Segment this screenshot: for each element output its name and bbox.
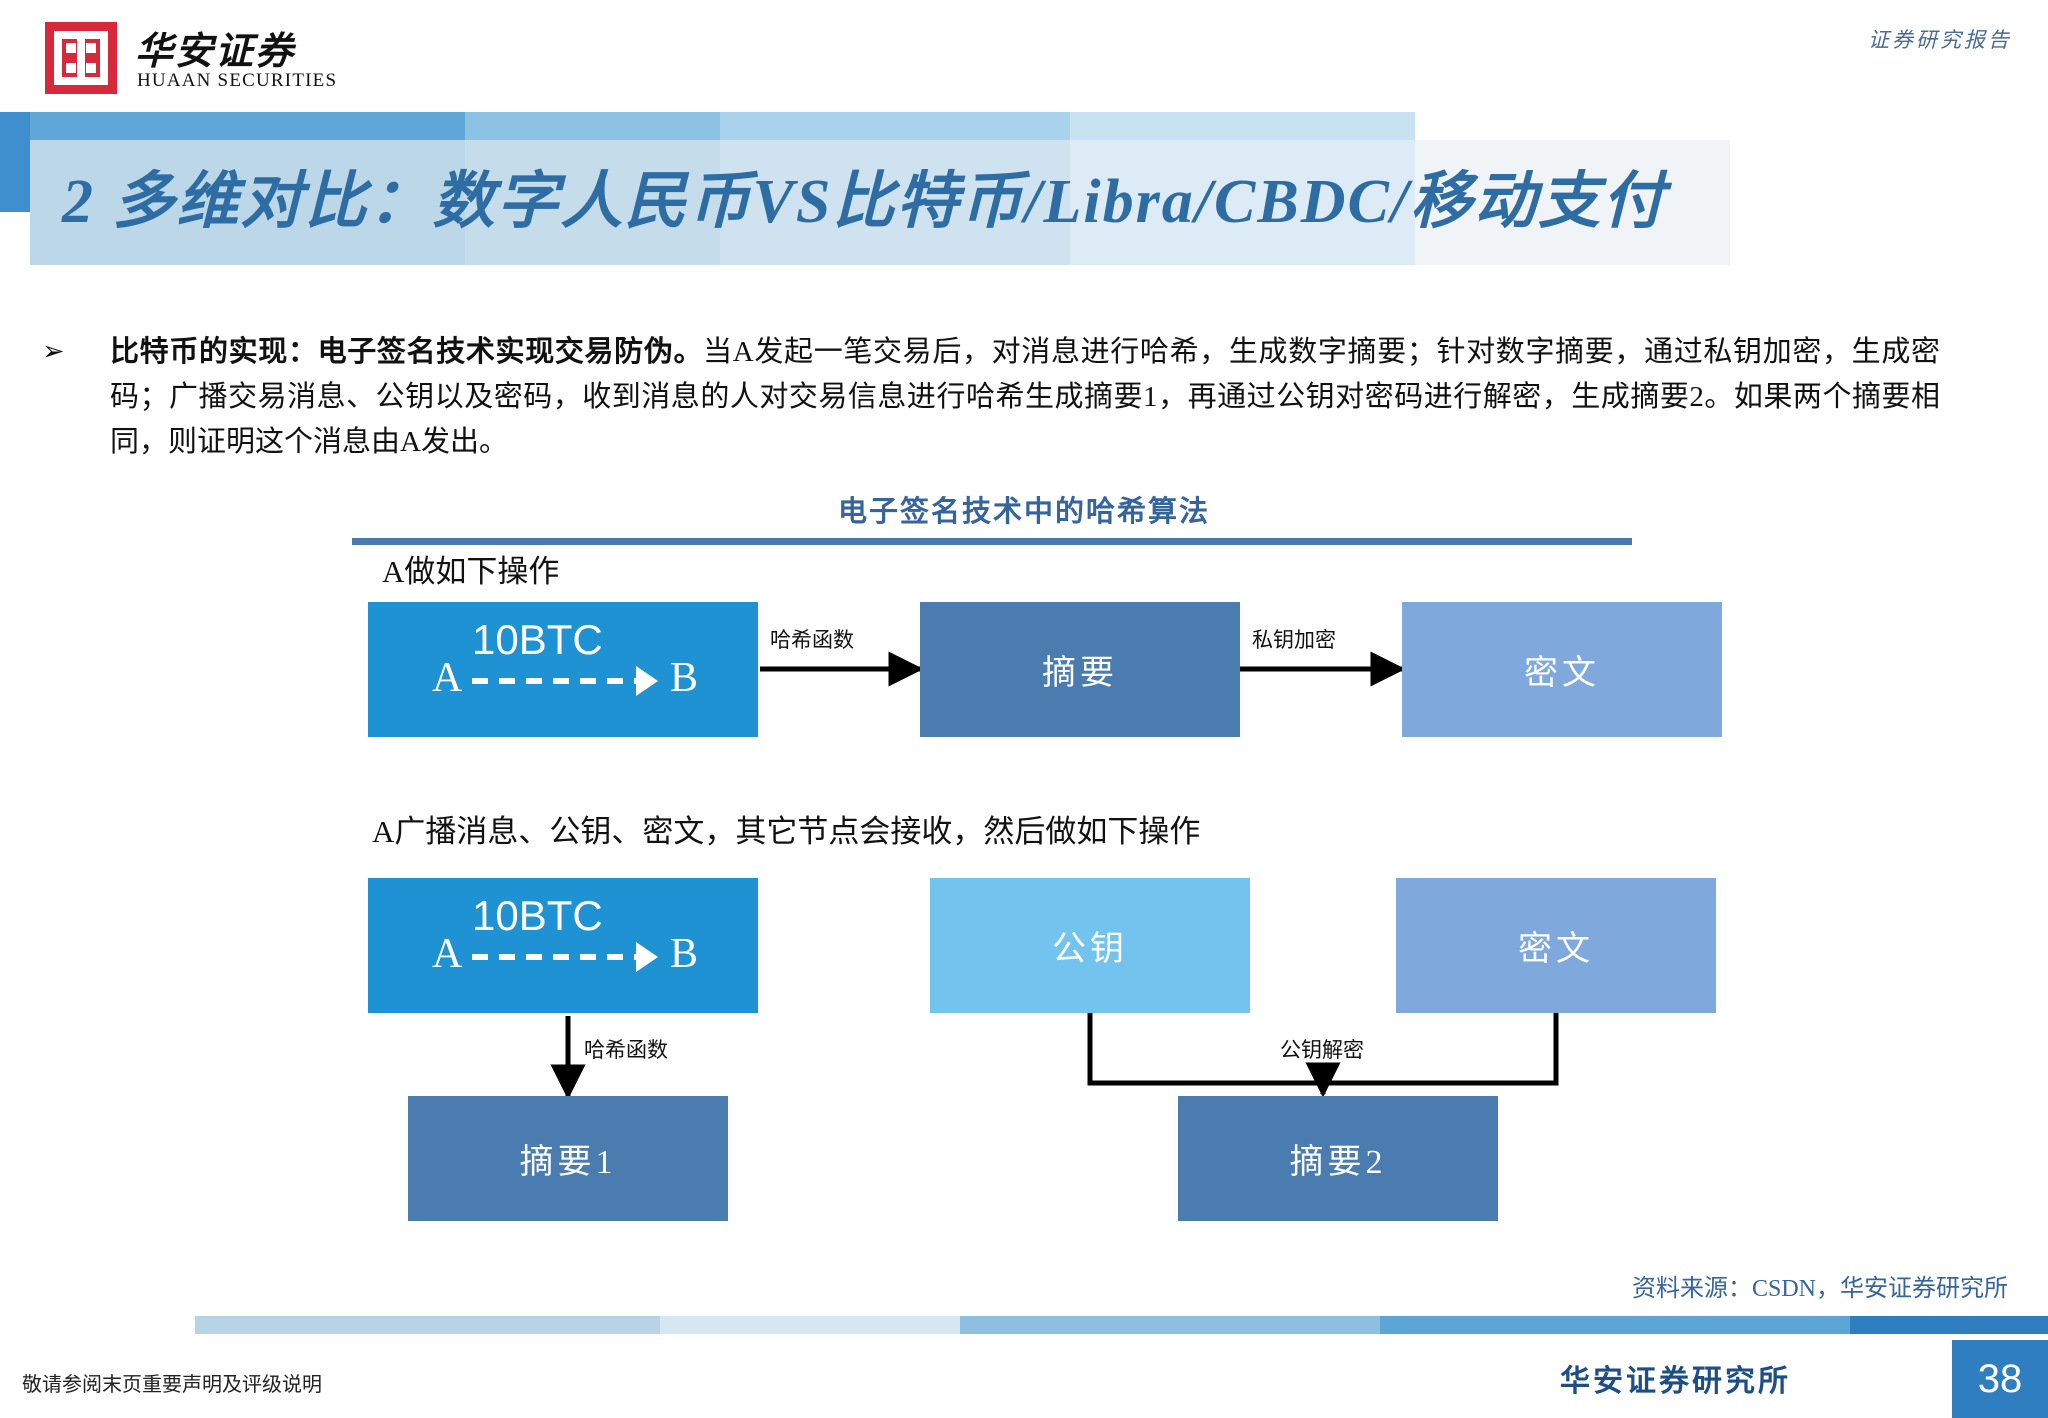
- footer-band: [1380, 1316, 1850, 1334]
- title-strip-band: [465, 140, 720, 265]
- title-strip-band: [1070, 140, 1415, 265]
- tx2-to-label: B: [669, 931, 698, 977]
- tx1-arrowhead-icon: [636, 666, 658, 696]
- edge-label-private-key-encrypt: 私钥加密: [1252, 628, 1336, 652]
- node-digest-2: 摘要2: [1178, 1096, 1498, 1221]
- tx1-from-label: A: [432, 655, 463, 701]
- edge-label-hash-function-1: 哈希函数: [770, 628, 854, 652]
- title-strip-band: [1415, 140, 1730, 265]
- tx1-amount-label: 10BTC: [472, 616, 603, 663]
- tx1-to-label: B: [669, 655, 698, 701]
- bullet-arrow-icon: ➢: [42, 336, 65, 366]
- footer-band: [960, 1316, 1380, 1334]
- node-public-key: 公钥: [930, 878, 1250, 1013]
- logo-text-en: HUAAN SECURITIES: [137, 70, 338, 91]
- figure-rule: [352, 538, 1632, 545]
- transaction-box-1: A 10BTC B: [368, 602, 758, 737]
- title-strip-band: [720, 140, 1070, 265]
- node-digest: 摘要: [920, 602, 1240, 737]
- report-type-tag: 证券研究报告: [1868, 28, 2012, 52]
- footer-band: [195, 1316, 660, 1334]
- footer-band: [1850, 1316, 2048, 1334]
- page-title: 2 多维对比：数字人民币VS比特币/Libra/CBDC/移动支付: [62, 168, 1667, 236]
- node-digest-2-label: 摘要2: [1289, 1144, 1387, 1181]
- row2-caption: A广播消息、公钥、密文，其它节点会接收，然后做如下操作: [372, 814, 1201, 849]
- page-number-background: [1952, 1340, 2048, 1418]
- hash-algorithm-diagram: A做如下操作 A 10BTC B 哈希函数 摘要 私钥加密 密文 A广播消息、公…: [0, 554, 2048, 1246]
- node-digest-1-label: 摘要1: [519, 1144, 617, 1181]
- paragraph-rest: 当A发起一笔交易后，对消息进行哈希，生成数字摘要；针对数字摘要，通过私钥加密，生…: [110, 336, 1940, 458]
- node-ciphertext-1-label: 密文: [1524, 655, 1600, 692]
- tx2-from-label: A: [432, 931, 463, 977]
- huaan-logo-icon: [45, 22, 117, 94]
- figure-title: 电子签名技术中的哈希算法: [837, 496, 1210, 528]
- node-ciphertext-2: 密文: [1396, 878, 1716, 1013]
- tx1-dashed-arrow-icon: [472, 678, 640, 684]
- footer-band: [660, 1316, 960, 1334]
- edge-label-public-key-decrypt: 公钥解密: [1280, 1038, 1364, 1062]
- title-strip-band: [30, 140, 465, 265]
- node-ciphertext-1: 密文: [1402, 602, 1722, 737]
- footer-disclaimer: 敬请参阅末页重要声明及评级说明: [22, 1374, 322, 1396]
- footer-color-bar: [0, 1316, 2048, 1334]
- node-digest-label: 摘要: [1042, 655, 1118, 692]
- source-note: 资料来源：CSDN，华安证券研究所: [1631, 1276, 2008, 1302]
- edge-label-hash-function-2: 哈希函数: [584, 1038, 668, 1062]
- footer-institute: 华安证券研究所: [1560, 1365, 1791, 1398]
- node-public-key-label: 公钥: [1052, 931, 1128, 968]
- row1-caption: A做如下操作: [382, 554, 560, 589]
- brand-logo: 华安证券 HUAAN SECURITIES: [45, 18, 355, 96]
- banner-title-strip: [30, 140, 1910, 265]
- page-number: 38: [1977, 1356, 2023, 1401]
- banner-band: [0, 112, 30, 212]
- tx2-arrowhead-icon: [636, 942, 658, 972]
- transaction-box-2: A 10BTC B: [368, 878, 758, 1013]
- logo-text-cn: 华安证券: [135, 31, 296, 73]
- node-ciphertext-2-label: 密文: [1518, 931, 1594, 968]
- node-digest-1: 摘要1: [408, 1096, 728, 1221]
- paragraph-lead: 比特币的实现：电子签名技术实现交易防伪。: [110, 336, 704, 368]
- diagram-connectors: [550, 651, 1559, 1100]
- footer-band: [0, 1316, 195, 1334]
- paragraph-body: 比特币的实现：电子签名技术实现交易防伪。当A发起一笔交易后，对消息进行哈希，生成…: [110, 330, 1940, 465]
- tx2-dashed-arrow-icon: [472, 954, 640, 960]
- tx2-amount-label: 10BTC: [472, 892, 603, 939]
